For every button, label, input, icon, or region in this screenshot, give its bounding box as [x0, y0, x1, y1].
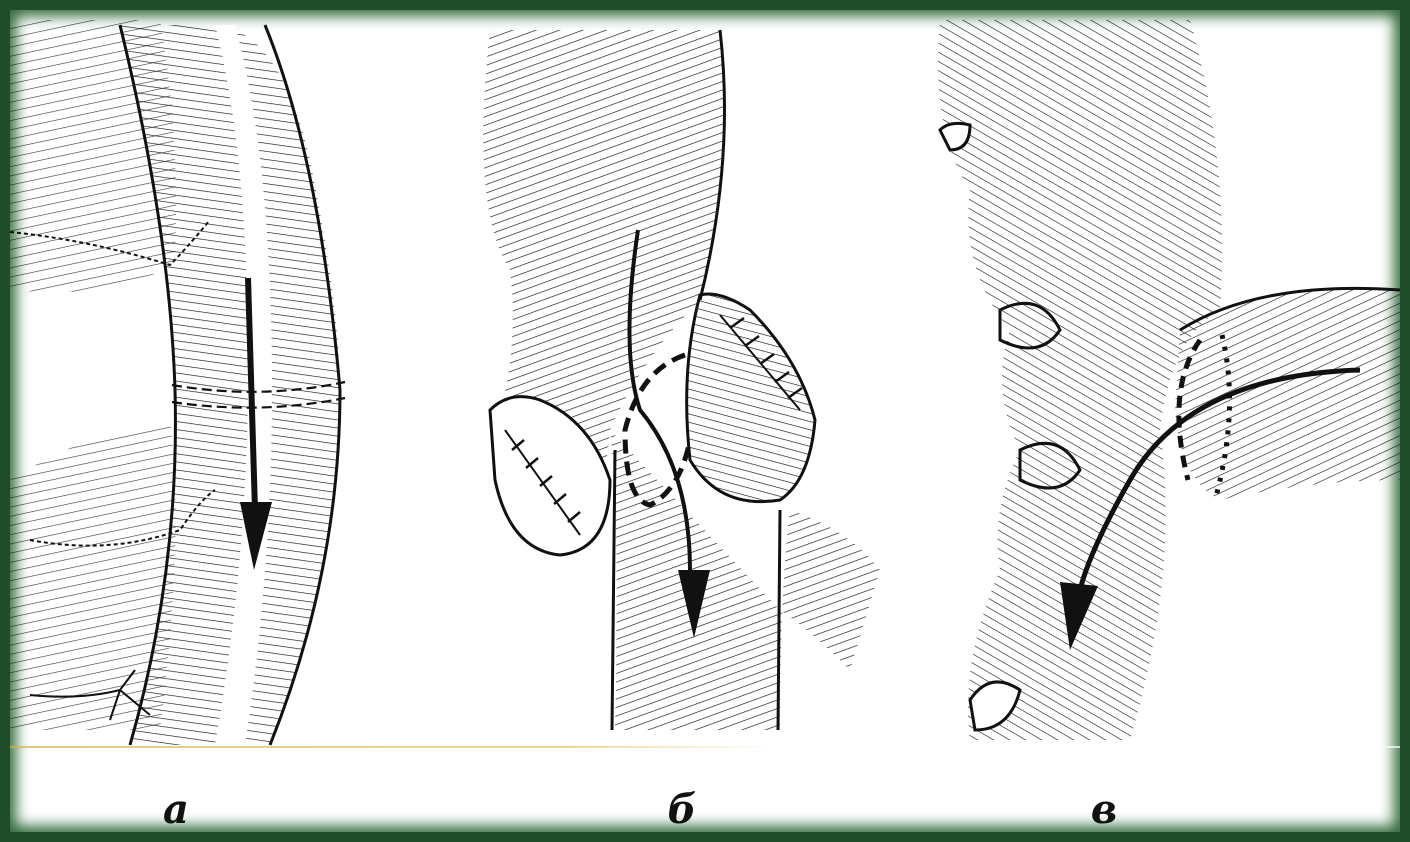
panel-a-illustration [10, 10, 450, 750]
right-stump [687, 294, 815, 502]
caption-b: б [652, 790, 712, 830]
caption-a: а [146, 790, 206, 830]
panel-c-drawing [930, 10, 1400, 750]
panel-c-illustration [930, 10, 1400, 750]
panel-a-drawing [10, 10, 450, 750]
ileum-loop [1175, 288, 1400, 500]
panel-b-drawing [450, 10, 930, 750]
panel-b-illustration [450, 10, 930, 750]
caption-c: в [1074, 790, 1134, 830]
